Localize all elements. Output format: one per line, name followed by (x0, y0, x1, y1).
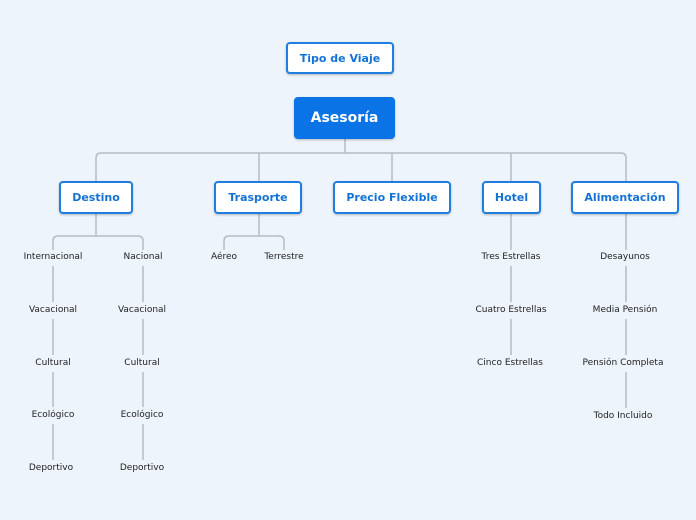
connector-internacional (52, 235, 59, 250)
topic-label: Trasporte (228, 191, 288, 204)
topic-label: Alimentación (584, 191, 666, 204)
subtopic-todo-incluido[interactable]: Todo Incluido (591, 411, 655, 421)
topic-destino[interactable]: Destino (59, 181, 133, 214)
subtopic-cultural[interactable]: Cultural (33, 358, 73, 368)
connector-nacional (137, 235, 144, 250)
subtopic-pension-completa[interactable]: Pensión Completa (580, 358, 666, 368)
connector-destino (95, 152, 102, 181)
floating-topic-tipo-de-viaje[interactable]: Tipo de Viaje (286, 42, 394, 74)
subtopic-cuatro-estrellas[interactable]: Cuatro Estrellas (473, 305, 549, 315)
subtopic-aereo[interactable]: Aéreo (208, 252, 240, 262)
subtopic-cinco-estrellas[interactable]: Cinco Estrellas (475, 358, 545, 368)
subtopic-terrestre[interactable]: Terrestre (262, 252, 306, 262)
subtopic-deportivo[interactable]: Deportivo (117, 463, 167, 473)
connector-terrestre (278, 235, 285, 250)
subtopic-vacacional[interactable]: Vacacional (115, 305, 169, 315)
topic-label: Precio Flexible (346, 191, 438, 204)
subtopic-nacional[interactable]: Nacional (121, 252, 165, 262)
subtopic-ecologico[interactable]: Ecológico (118, 410, 166, 420)
topic-trasporte[interactable]: Trasporte (214, 181, 302, 214)
topic-label: Hotel (494, 191, 529, 204)
connector-alimentacion (620, 152, 627, 181)
subtopic-cultural[interactable]: Cultural (122, 358, 162, 368)
topic-label: Destino (72, 191, 120, 204)
subtopic-desayunos[interactable]: Desayunos (598, 252, 652, 262)
topic-hotel[interactable]: Hotel (482, 181, 541, 214)
subtopic-tres-estrellas[interactable]: Tres Estrellas (479, 252, 543, 262)
subtopic-vacacional[interactable]: Vacacional (26, 305, 80, 315)
topic-alimentacion[interactable]: Alimentación (571, 181, 679, 214)
connector-aereo (223, 235, 230, 250)
subtopic-ecologico[interactable]: Ecológico (29, 410, 77, 420)
topic-precio-flexible[interactable]: Precio Flexible (333, 181, 451, 214)
central-topic-asesoria[interactable]: Asesoría (294, 97, 395, 139)
floating-topic-label: Tipo de Viaje (299, 51, 381, 65)
subtopic-internacional[interactable]: Internacional (21, 252, 85, 262)
central-topic-label: Asesoría (310, 110, 379, 126)
subtopic-deportivo[interactable]: Deportivo (26, 463, 76, 473)
subtopic-media-pension[interactable]: Media Pensión (590, 305, 660, 315)
